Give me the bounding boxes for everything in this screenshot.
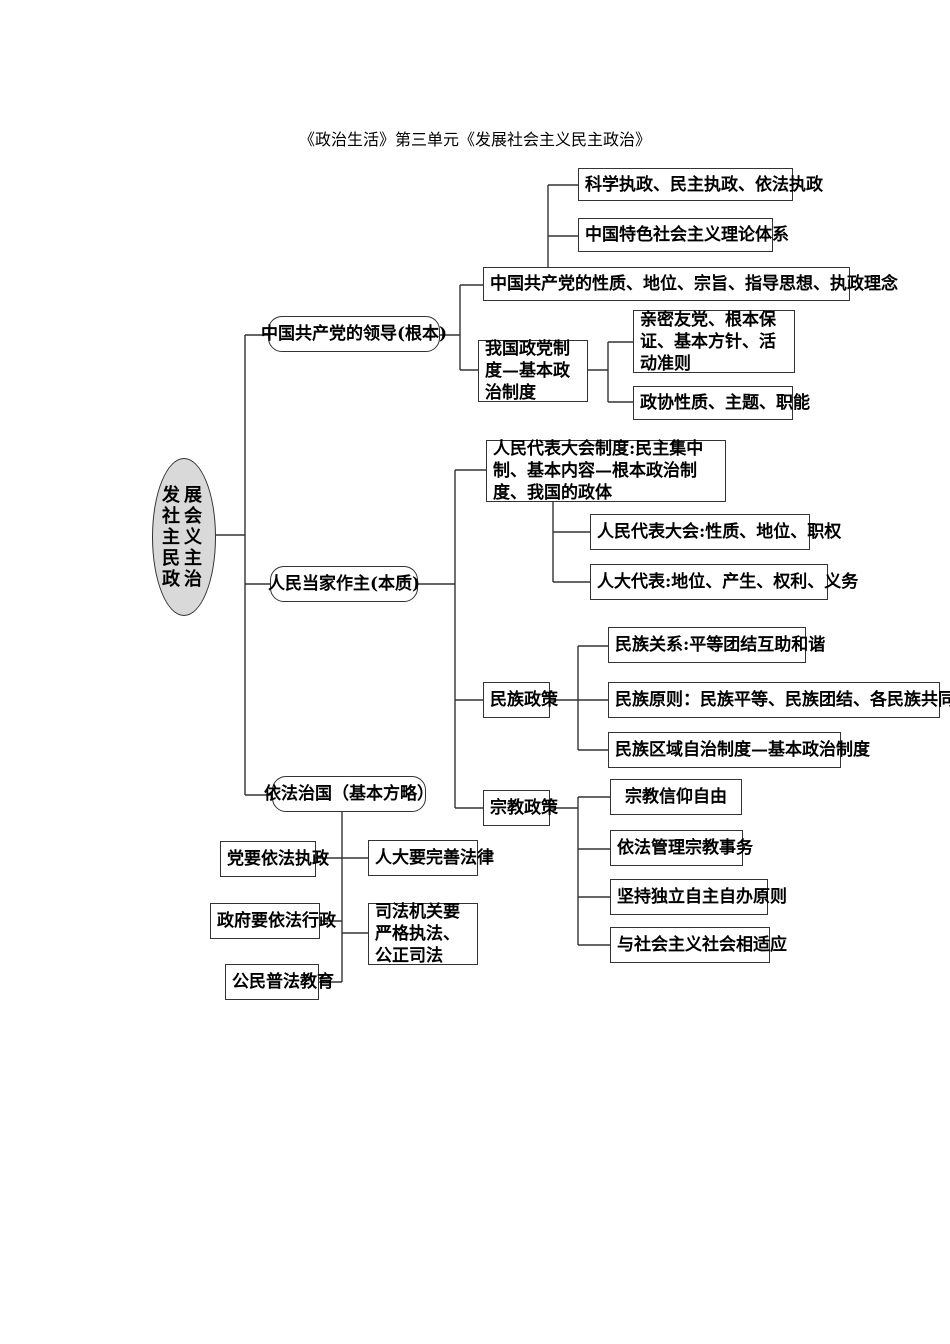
connector-religion	[550, 796, 610, 946]
node-religious-freedom: 宗教信仰自由	[610, 779, 742, 815]
connector-npc	[552, 502, 590, 583]
node-scientific-gov: 科学执政、民主执政、依法执政	[578, 168, 823, 201]
node-party-nature: 中国共产党的性质、地位、宗旨、指导思想、执政理念	[483, 267, 898, 301]
connector-ethnic	[550, 645, 608, 751]
node-judicial: 司法机关要严格执法、公正司法	[368, 902, 478, 966]
connector-party-system	[588, 341, 633, 403]
node-citizen-law: 公民普法教育	[225, 964, 334, 1000]
node-npc-system: 人民代表大会制度:民主集中制、基本内容—根本政治制度、我国的政体	[486, 439, 726, 503]
node-gov-law: 政府要依法行政	[210, 903, 336, 939]
root-node: 发展社会主义民主政治	[152, 458, 216, 616]
node-npc-deputies: 人大代表:地位、产生、权利、义务	[590, 564, 858, 600]
root-label: 发展社会主义民主政治	[162, 484, 206, 590]
node-cppcc: 政协性质、主题、职能	[633, 386, 810, 420]
connector-people	[418, 469, 486, 809]
node-rule-of-law: 依法治国（基本方略）	[264, 776, 434, 812]
connector-law	[316, 812, 368, 983]
node-ethnic-autonomy: 民族区域自治制度—基本政治制度	[608, 732, 870, 768]
node-party-relations: 亲密友党、根本保证、基本方针、活动准则	[633, 310, 795, 374]
node-independence: 坚持独立自主自办原则	[610, 879, 787, 915]
node-npc-law: 人大要完善法律	[368, 840, 494, 876]
node-religion-policy: 宗教政策	[483, 790, 558, 826]
node-npc: 人民代表大会:性质、地位、职权	[590, 514, 841, 550]
node-socialist-theory: 中国特色社会主义理论体系	[578, 218, 789, 252]
node-people-master: 人民当家作主(本质)	[268, 566, 420, 602]
connector-party-nature	[547, 184, 578, 267]
connector-root	[216, 334, 272, 796]
node-party-leadership: 中国共产党的领导(根本)	[261, 316, 447, 352]
node-ethnic-principles: 民族原则：民族平等、民族团结、各民族共同繁荣	[608, 682, 950, 718]
node-party-system: 我国政党制度—基本政治制度	[478, 339, 588, 403]
node-adapt-socialism: 与社会主义社会相适应	[610, 927, 787, 963]
connector-party	[440, 284, 483, 371]
node-ethnic-relations: 民族关系:平等团结互助和谐	[608, 627, 825, 663]
page-title: 《政治生活》第三单元《发展社会主义民主政治》	[298, 130, 651, 149]
node-ethnic-policy: 民族政策	[483, 682, 558, 718]
node-religious-affairs: 依法管理宗教事务	[610, 830, 753, 866]
node-party-law: 党要依法执政	[220, 841, 329, 877]
